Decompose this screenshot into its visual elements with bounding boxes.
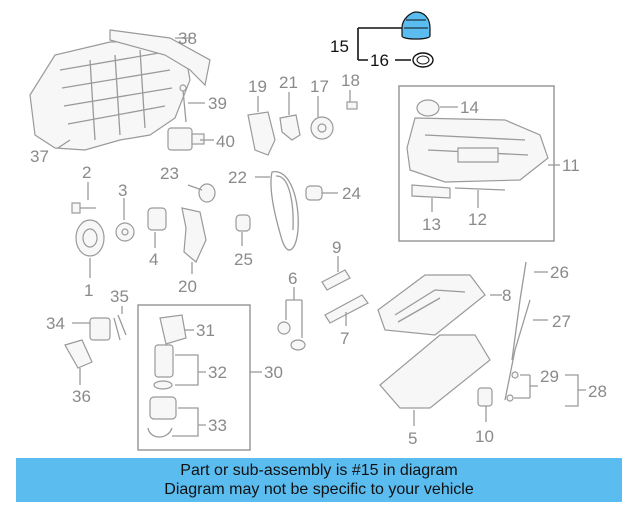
part-38-gasket: [109, 29, 211, 87]
banner-line-1: Part or sub-assembly is #15 in diagram: [180, 462, 458, 479]
part-3-gear: [115, 222, 135, 242]
part-22-timing-belt: [270, 171, 299, 251]
callout-2: 2: [82, 163, 91, 182]
callout-13: 13: [422, 215, 441, 234]
callout-40: 40: [216, 132, 235, 151]
leader-lines: [57, 27, 586, 437]
callout-1: 1: [84, 281, 93, 300]
part-11-valve-cover: [406, 117, 549, 183]
part-10-plug: [477, 387, 493, 407]
part-23-ring: [198, 183, 216, 203]
callout-5: 5: [408, 429, 417, 448]
part-9-baffle: [321, 269, 351, 291]
callout-39: 39: [208, 94, 227, 113]
part-32-filter: [153, 344, 174, 390]
part-17-sprocket: [310, 116, 334, 140]
part-8-gasket: [377, 274, 486, 336]
callout-29: 29: [540, 367, 559, 386]
part-20-tensioner: [181, 207, 207, 263]
part-18-key: [346, 101, 358, 110]
part-31-housing: [159, 314, 187, 345]
callout-28: 28: [588, 382, 607, 401]
parts-diagram: 1 2 3 4 5 6 7 8 9 10 11 12 13 14 15 16 1…: [29, 11, 607, 451]
banner-line-2: Diagram may not be specific to your vehi…: [164, 481, 474, 498]
callout-15[interactable]: 15: [330, 37, 349, 56]
part-6-seal: [277, 321, 306, 351]
part-35-bolts: [113, 314, 127, 341]
part-12-gasket: [454, 187, 506, 191]
callout-19: 19: [248, 77, 267, 96]
callout-32: 32: [208, 363, 227, 382]
box-11: [398, 85, 555, 242]
part-26-dipstick-tube: [511, 261, 527, 361]
callout-11: 11: [562, 156, 580, 175]
callout-16: 16: [370, 51, 389, 70]
part-40-sensor: [167, 127, 205, 151]
callout-38: 38: [178, 29, 197, 48]
callout-numbers: 1 2 3 4 5 6 7 8 9 10 11 12 13 14 15 16 1…: [30, 29, 607, 448]
callout-37: 37: [30, 147, 49, 166]
callout-21: 21: [279, 73, 298, 92]
part-14-cap: [416, 99, 440, 117]
callout-35: 35: [110, 287, 129, 306]
part-39-bolt: [179, 84, 187, 123]
callout-22: 22: [228, 168, 247, 187]
part-37-intake-manifold: [29, 39, 191, 151]
part-1-pulley: [75, 219, 105, 257]
callout-3: 3: [118, 181, 127, 200]
part-36-bracket: [64, 339, 93, 369]
callout-20: 20: [178, 277, 197, 296]
part-7-pipe: [324, 294, 369, 324]
part-34-pump: [89, 317, 111, 341]
part-29-seal: [506, 371, 519, 402]
info-banner: Part or sub-assembly is #15 in diagram D…: [16, 458, 622, 502]
callout-36: 36: [72, 387, 91, 406]
part-13-gasket: [411, 184, 451, 199]
part-24-roller: [305, 185, 323, 201]
part-33-cooler: [147, 396, 177, 438]
part-27-tube: [504, 299, 531, 401]
callout-18: 18: [341, 71, 360, 90]
callout-4: 4: [149, 250, 158, 269]
part-15-oil-filler-cap[interactable]: [401, 11, 431, 40]
part-21-cover: [279, 114, 301, 141]
callout-12: 12: [468, 210, 487, 229]
box-30: [137, 304, 251, 451]
callout-10: 10: [475, 427, 494, 446]
callout-26: 26: [550, 263, 569, 282]
callout-9: 9: [332, 238, 341, 257]
callout-27: 27: [552, 312, 571, 331]
callout-30: 30: [264, 363, 283, 382]
callout-23: 23: [160, 164, 179, 183]
callout-31: 31: [196, 321, 215, 340]
part-2-bolt: [71, 202, 96, 214]
callout-25: 25: [234, 250, 253, 269]
part-25-idler: [235, 214, 251, 232]
callout-6: 6: [288, 269, 297, 288]
callout-8: 8: [502, 286, 511, 305]
callout-33: 33: [208, 416, 227, 435]
part-19-cover: [247, 111, 276, 156]
callout-7: 7: [340, 329, 349, 348]
part-4-pump: [147, 207, 167, 231]
callout-34: 34: [46, 314, 65, 333]
callout-14: 14: [460, 98, 479, 117]
callout-17: 17: [310, 77, 329, 96]
part-16-o-ring: [412, 52, 434, 68]
callout-24: 24: [342, 184, 361, 203]
part-5-oil-pan: [379, 334, 491, 409]
